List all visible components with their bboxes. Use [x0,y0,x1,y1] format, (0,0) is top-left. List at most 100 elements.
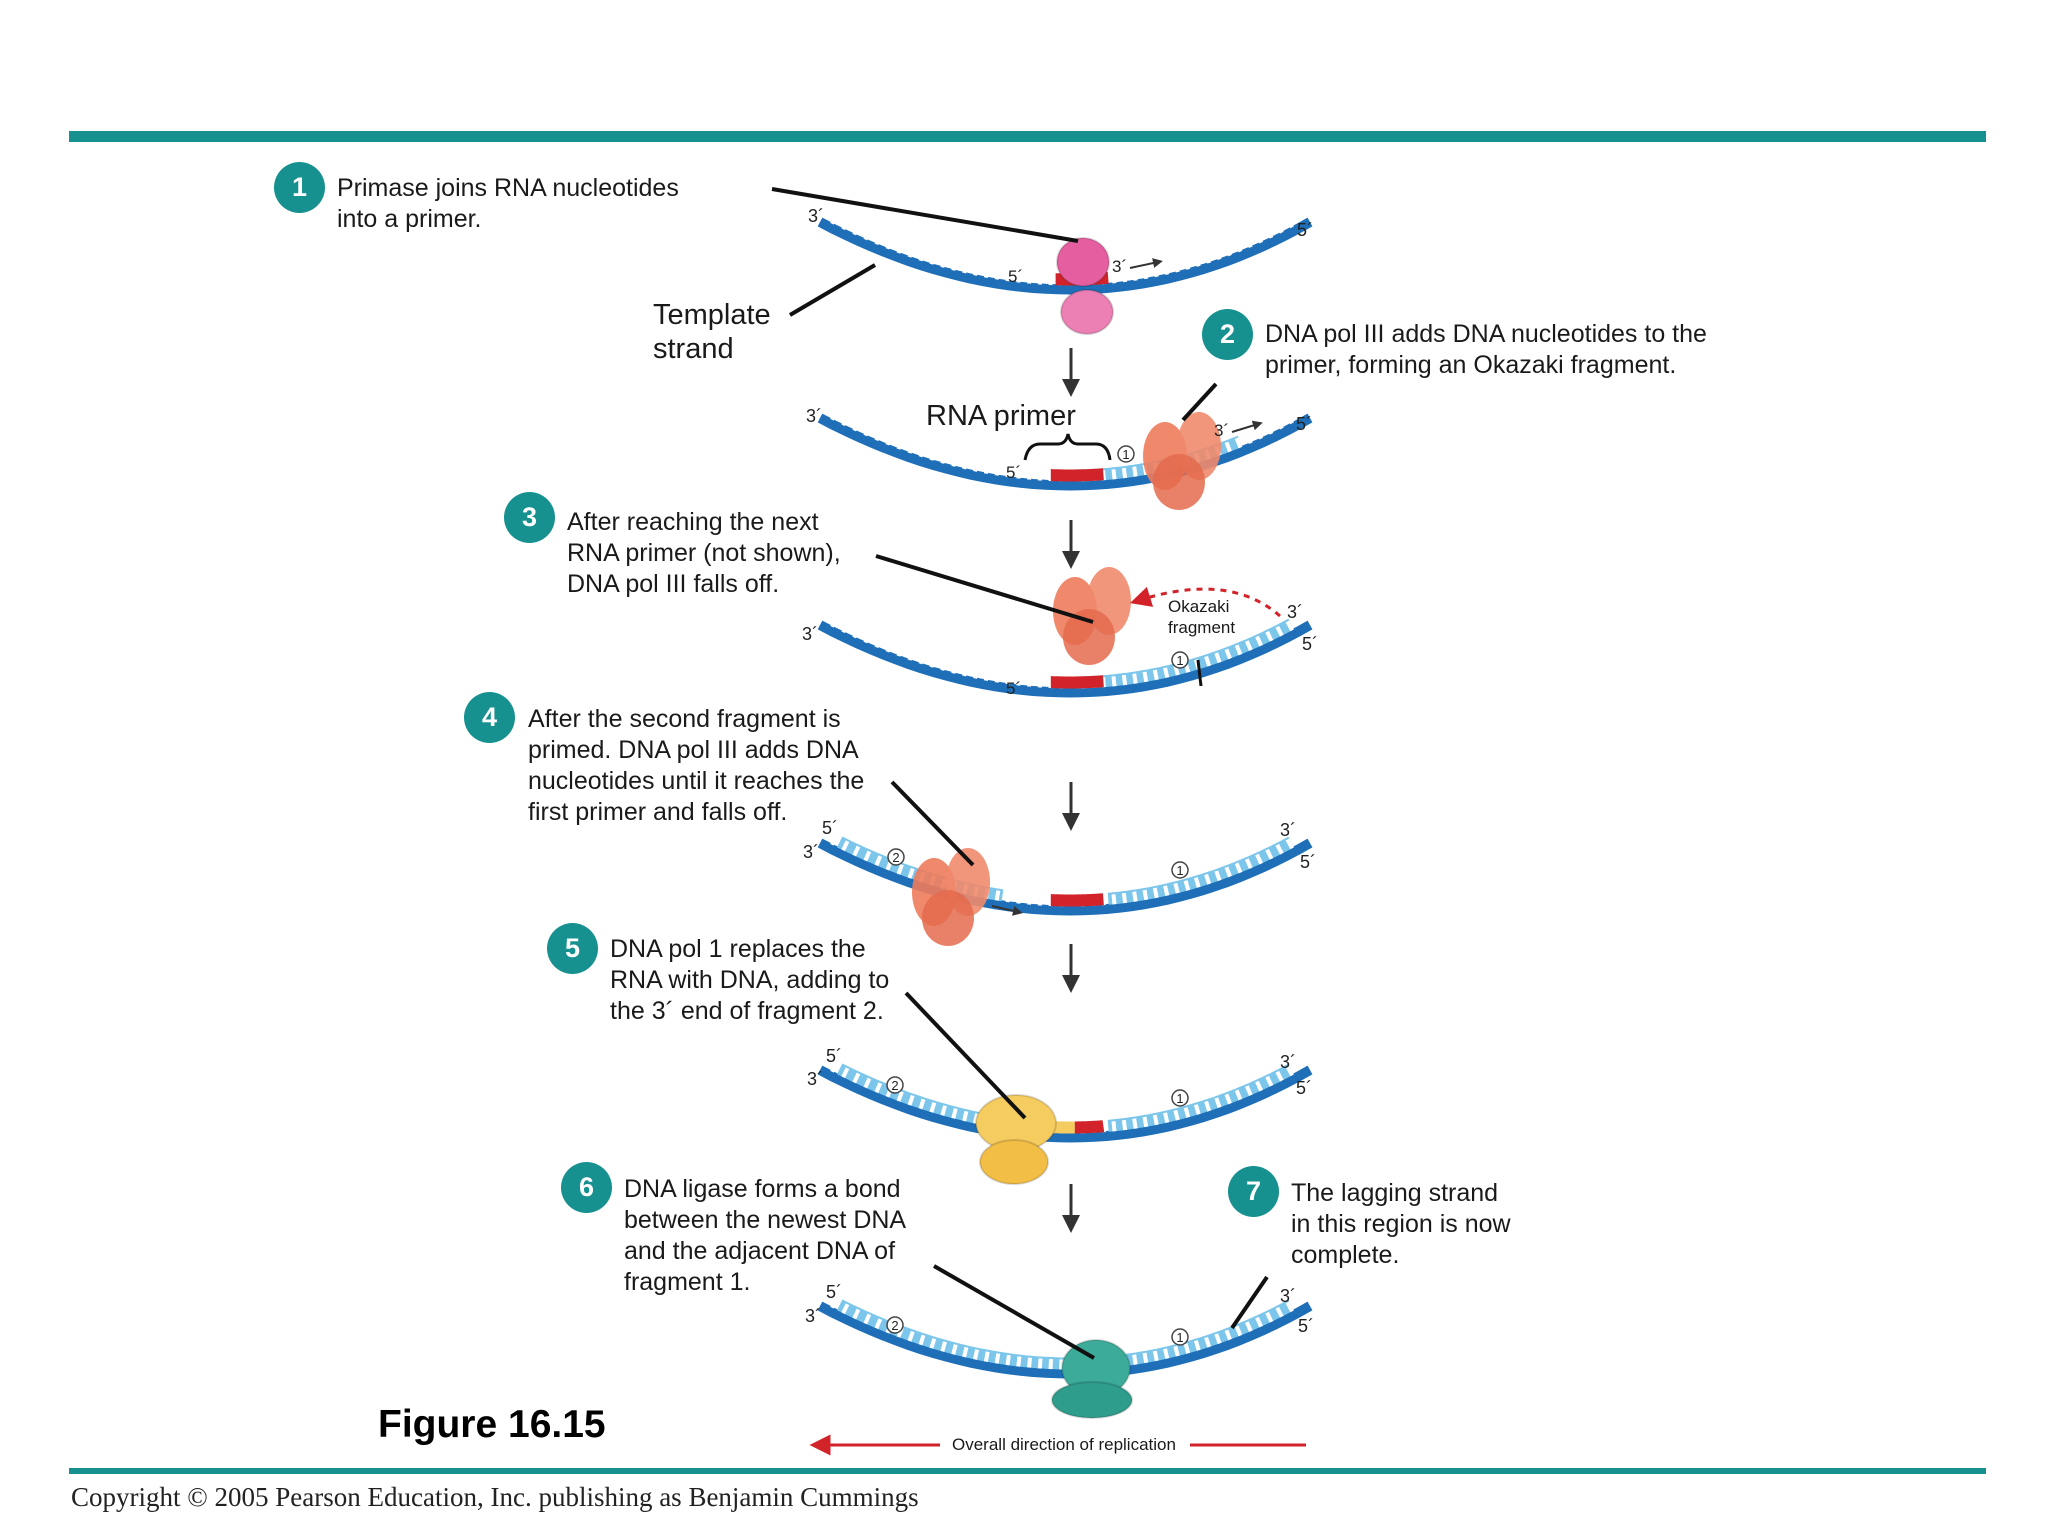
label-5prime: 5´ [1008,267,1023,286]
label-3prime: 3´ [806,406,822,426]
base-pair-tick [1101,470,1106,481]
okazaki-leader [1196,659,1203,687]
base-pair-tick [1037,470,1043,481]
base-pair-tick [918,1098,926,1110]
base-pair-tick [1016,893,1022,904]
base-pair-tick [1173,1109,1180,1121]
base-pair-tick [983,1351,990,1362]
fragment-number-circle [887,848,905,866]
fragment-number-circle [1171,1328,1189,1346]
base-pair-tick [1016,272,1022,283]
fragment-number-circle [1171,651,1189,669]
base-pair-tick [1265,848,1274,860]
base-pair-tick [1101,677,1106,688]
base-pair-tick [1016,468,1022,479]
base-pair-tick [896,1090,904,1102]
fragment-number: 2 [891,1078,898,1093]
base-pair-tick [1285,413,1294,425]
okazaki-fragment-1-strand [1107,836,1294,905]
base-pair-tick [874,1318,883,1330]
dna-pol-iii [912,848,990,946]
base-pair-tick [1234,1089,1243,1101]
base-pair-tick [1132,1354,1138,1365]
label-3prime: 3´ [807,1069,823,1089]
base-pair-tick [994,465,1001,476]
pol-iii-lobe [1153,454,1205,510]
label-5prime: 5´ [1300,852,1316,872]
base-pair-tick [863,1313,872,1325]
base-pair-tick [1037,895,1043,906]
dna-pol-iii-released [1053,567,1131,665]
label-5prime: 5´ [1006,463,1021,482]
label-5prime: 5´ [822,818,838,838]
base-pair-tick [1173,882,1180,894]
base-pair-tick [1111,273,1117,284]
base-pair-tick [1037,274,1043,285]
base-pair-tick [929,657,937,668]
base-pair-tick [994,269,1001,280]
base-pair-tick [1005,673,1011,685]
step-2-badge: 2 [1202,309,1253,360]
bottom-rule [69,1468,1986,1474]
template-strand [817,838,1313,916]
label-3prime: 3´ [1112,257,1127,276]
base-pair-tick [1152,887,1159,899]
base-pair-tick [1037,677,1043,688]
base-pair-tick [863,425,872,437]
enzymes [912,237,1221,1419]
base-pair-tick [951,663,958,674]
fragment-number: 2 [891,1318,898,1333]
base-pair-tick [1275,418,1284,430]
base-pair-tick [1027,894,1032,905]
base-pair-tick [1163,264,1170,276]
base-pair-tick [951,260,958,271]
pol-direction-arrow [991,905,1023,916]
base-pair-tick [1255,428,1263,440]
base-pair-tick [940,1105,947,1116]
fragment-number: 1 [1176,863,1183,878]
base-pair-tick [1163,1348,1170,1360]
base-pair-tick [1265,423,1274,435]
base-pair-tick [874,1082,883,1094]
step-4-badge: 4 [464,692,515,743]
base-pair-tick [1121,467,1128,479]
base-pair-tick [841,622,850,634]
base-pair-tick [896,242,904,254]
base-pair-tick [1183,1343,1191,1354]
rna-primer-label: RNA primer [926,400,1076,432]
base-pair-tick [896,863,904,875]
base-pair-tick [1132,466,1138,477]
base-pair-tick [1111,676,1117,687]
label-3prime: 3´ [803,842,819,862]
fragment-number-circle [886,1076,904,1094]
base-pair-tick [863,229,872,241]
base-pair-tick [940,660,947,671]
base-pair-tick [1265,1311,1274,1323]
primase [1056,237,1110,287]
base-pair-tick [1152,669,1159,681]
base-pair-tick [885,641,893,653]
primase-direction-arrow [1129,258,1163,269]
top-rule [69,131,1986,142]
figure-title: Figure 16.15 [378,1403,606,1446]
pol-iii-lobe [1063,609,1115,665]
base-pair-tick [874,234,883,246]
fragment-number: 1 [1176,1091,1183,1106]
base-pair-tick [830,834,839,846]
base-pair-tick [1244,237,1253,249]
base-pair-tick [907,246,915,258]
base-pair-tick [907,442,915,454]
base-pair-tick [841,840,850,852]
step-7-badge: 7 [1228,1166,1279,1217]
base-pair-tick [1255,1316,1263,1328]
label-3prime: 3´ [1214,421,1229,440]
fragment-number-circle [886,1316,904,1334]
base-pair-tick [896,438,904,450]
base-pair-tick [830,1297,839,1309]
base-pair-tick [885,434,893,446]
base-pair-tick [1234,862,1243,874]
leader-step-5 [904,991,1027,1120]
